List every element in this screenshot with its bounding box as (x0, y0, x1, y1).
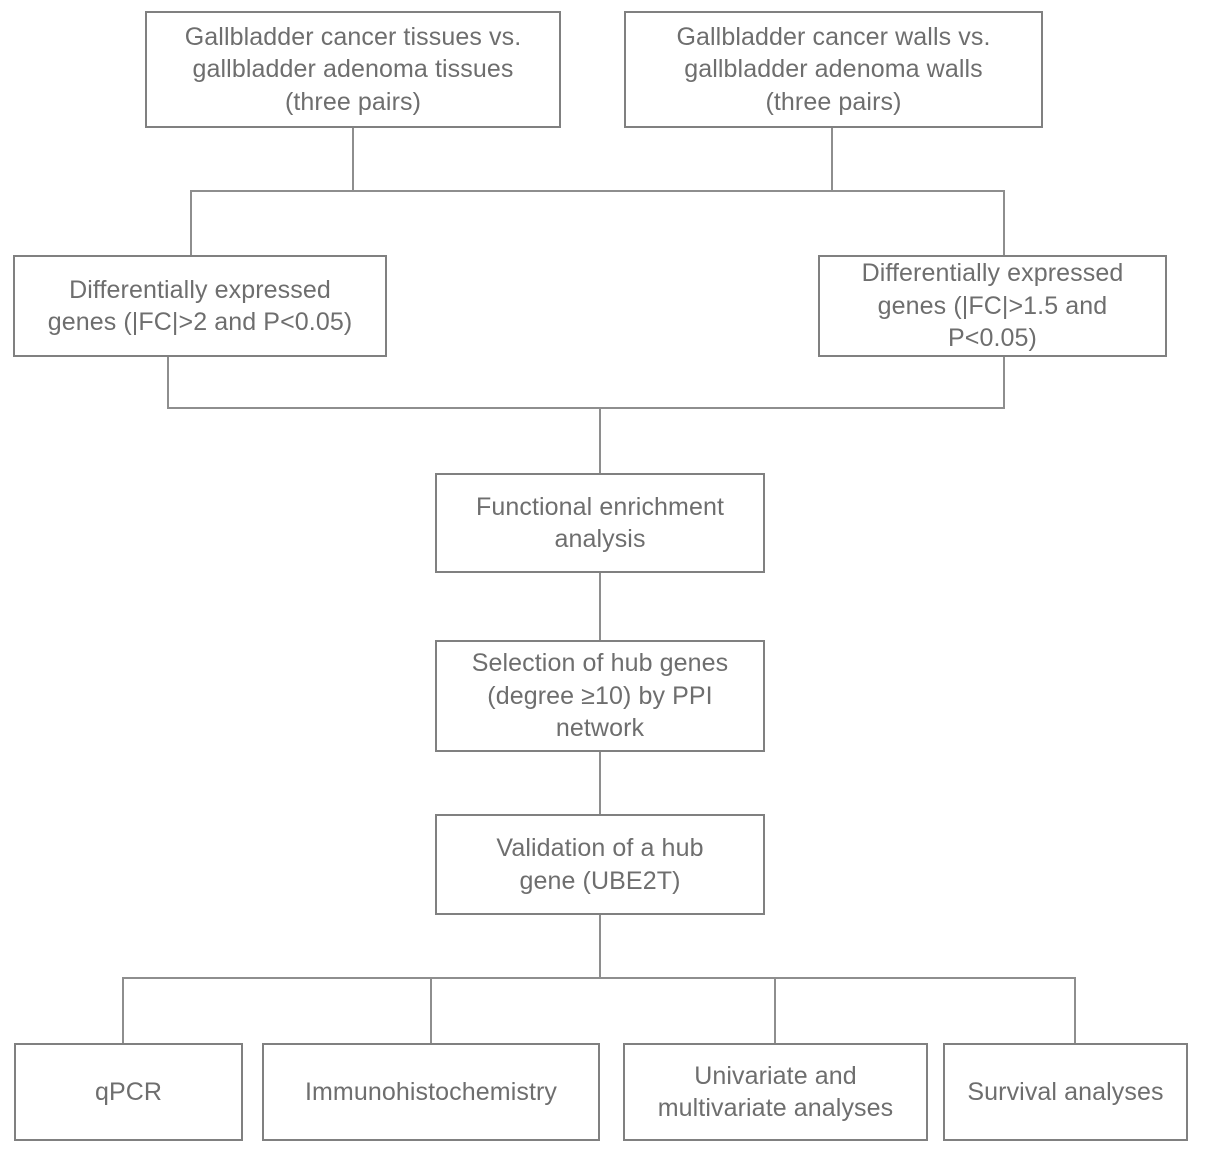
connector-fanout-to-univariate (774, 977, 776, 1043)
connector-deg-left-down (167, 357, 169, 409)
node-univariate-multivariate[interactable]: Univariate and multivariate analyses (623, 1043, 928, 1141)
node-source-tissues[interactable]: Gallbladder cancer tissues vs. gallbladd… (145, 11, 561, 128)
node-deg-left[interactable]: Differentially expressed genes (|FC|>2 a… (13, 255, 387, 357)
connector-enrichment-to-hub (599, 573, 601, 641)
connector-merge-to-deg-right (1003, 190, 1005, 256)
node-qpcr[interactable]: qPCR (14, 1043, 243, 1141)
connector-fanout-to-ihc (430, 977, 432, 1043)
connector-validation-down (599, 915, 601, 978)
node-source-walls[interactable]: Gallbladder cancer walls vs. gallbladder… (624, 11, 1043, 128)
connector-sources-merge-bar (190, 190, 1005, 192)
node-validation-ube2t[interactable]: Validation of a hub gene (UBE2T) (435, 814, 765, 915)
connector-fanout-to-survival (1074, 977, 1076, 1043)
connector-source-tissues-down (352, 128, 354, 191)
connector-fanout-to-qpcr (122, 977, 124, 1043)
connector-merge-to-deg-left (190, 190, 192, 256)
node-deg-right[interactable]: Differentially expressed genes (|FC|>1.5… (818, 255, 1167, 357)
node-survival-analyses[interactable]: Survival analyses (943, 1043, 1188, 1141)
node-hub-gene-selection[interactable]: Selection of hub genes (degree ≥10) by P… (435, 640, 765, 752)
connector-deg-right-down (1003, 357, 1005, 409)
connector-source-walls-down (831, 128, 833, 191)
connector-hub-to-validation (599, 752, 601, 814)
node-functional-enrichment[interactable]: Functional enrichment analysis (435, 473, 765, 573)
connector-deg-merge-bar (167, 407, 1005, 409)
connector-deg-merge-to-enrichment (599, 407, 601, 474)
node-immunohistochemistry[interactable]: Immunohistochemistry (262, 1043, 600, 1141)
connector-validation-fanout-bar (122, 977, 1075, 979)
